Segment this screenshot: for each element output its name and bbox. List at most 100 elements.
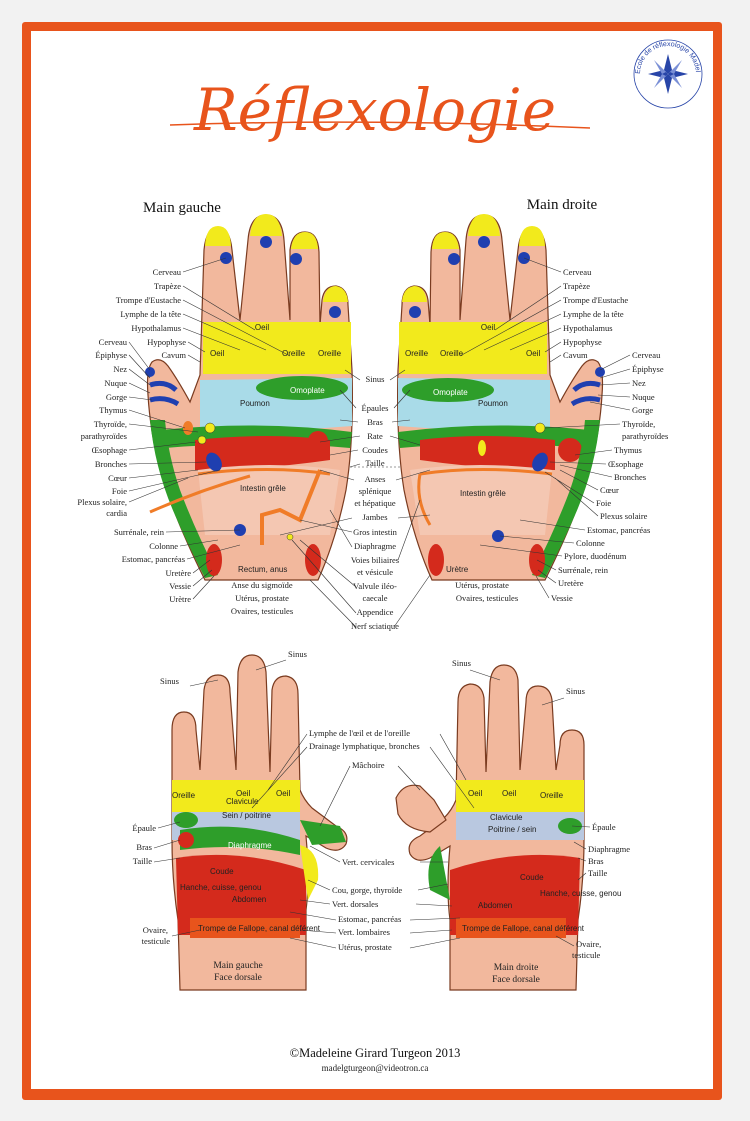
left-palm-label: Estomac, pancréas	[122, 554, 185, 564]
copyright: ©Madeleine Girard Turgeon 2013	[290, 1046, 461, 1060]
left-palm-label: Trapèze	[154, 281, 181, 291]
dorsal-left-label: Bras	[136, 842, 152, 852]
right-palm-label: Uretère	[558, 578, 584, 588]
dorsal-right-label: Sinus	[566, 686, 585, 696]
right-palm: Oeil Oeil Oreille Oreille Poumon Omoplat…	[397, 214, 605, 581]
left-palm-label: Cerveau	[99, 337, 128, 347]
dorsal-left-label: testicule	[142, 936, 171, 946]
left-palm-label: Cavum	[161, 350, 186, 360]
left-palm-heading: Main gauche	[143, 200, 221, 216]
center-label: Coudes	[362, 445, 388, 455]
center-label: Gros intestin	[353, 527, 397, 537]
left-dorsal-zone-oeil-2: Oeil	[276, 789, 290, 798]
dorsal-right-label: Taille	[588, 868, 607, 878]
right-palm-label: Thymus	[614, 445, 642, 455]
dorsal-center-label: Vert. cervicales	[342, 857, 394, 867]
right-palm-label: Cœur	[600, 485, 619, 495]
dorsal-center-label: Utérus, prostate	[338, 942, 392, 952]
right-palm-zone-omoplate: Omoplate	[433, 388, 468, 397]
left-dorsal-hand: Oreille Oeil Oeil Clavicule Sein / poitr…	[171, 654, 348, 991]
compass-rose-icon	[648, 54, 688, 94]
right-dorsal-zone-trompe: Trompe de Fallope, canal déférent	[462, 924, 585, 933]
left-palm-label: Bronches	[95, 459, 127, 469]
left-palm-label: Urètre	[169, 594, 191, 604]
left-palm-label: Épiphyse	[95, 350, 127, 360]
right-palm-label: Nuque	[632, 392, 655, 402]
right-palm-label: Œsophage	[608, 459, 644, 469]
right-dorsal-zone-coude: Coude	[520, 873, 544, 882]
contact-email: madelgturgeon@videotron.ca	[322, 1063, 429, 1073]
left-palm-label: Œsophage	[92, 445, 128, 455]
dorsal-right-labels: Sinus Sinus Épaule Diaphragme Bras Taill…	[452, 658, 630, 960]
center-palm-labels: Sinus Épaules Bras Rate Coudes Taille An…	[231, 369, 431, 631]
left-dorsal-zone-trompe: Trompe de Fallope, canal déférent	[198, 924, 321, 933]
left-palm-label: Nez	[113, 364, 127, 374]
title-swash	[169, 121, 591, 129]
right-palm-label: Colonne	[576, 538, 605, 548]
dorsal-center-label: Lymphe de l'œil et de l'oreille	[309, 728, 410, 738]
right-palm-label: Plexus solaire	[600, 511, 648, 521]
center-left-label: Anse du sigmoïde	[231, 580, 293, 590]
left-palm-label: Foie	[112, 486, 127, 496]
right-palm-label: Gorge	[632, 405, 653, 415]
right-palm-label: Cavum	[563, 350, 588, 360]
left-palm-labels: Cerveau Trapèze Trompe d'Eustache Lymphe…	[77, 257, 291, 604]
right-palm-label: Pylore, duodénum	[564, 551, 627, 561]
center-label: Diaphragme	[354, 541, 396, 551]
dorsal-right-label: testicule	[572, 950, 601, 960]
right-palm-zone-uretere: Urètre	[446, 565, 469, 574]
right-palm-zone-poumon: Poumon	[478, 399, 508, 408]
right-palm-label: Lymphe de la tête	[563, 309, 624, 319]
center-label: Anses	[365, 474, 386, 484]
right-palm-label: Hypophyse	[563, 337, 602, 347]
dorsal-left-label: Sinus	[160, 676, 179, 686]
left-palm-label: Vessie	[169, 581, 191, 591]
right-palm-label: Estomac, pancréas	[587, 525, 650, 535]
right-palm-label: Thyroïde,	[622, 419, 655, 429]
center-left-label: Utérus, prostate	[235, 593, 289, 603]
center-label: et vésicule	[357, 567, 393, 577]
center-label: Bras	[367, 417, 383, 427]
left-palm-label: parathyroïdes	[81, 431, 127, 441]
right-palm-zone-oreille: Oreille	[440, 349, 464, 358]
left-palm-zone-oeil: Oeil	[255, 323, 269, 332]
right-palm-heading: Main droite	[527, 197, 598, 213]
dorsal-left-label: Sinus	[288, 649, 307, 659]
left-palm-label: Trompe d'Eustache	[116, 295, 181, 305]
left-palm-zone-oreille-2: Oreille	[318, 349, 342, 358]
right-palm-label: Vessie	[551, 593, 573, 603]
left-palm-label: Cœur	[108, 473, 127, 483]
dorsal-left-labels: Sinus Sinus Épaule Bras Taille Ovaire, t…	[132, 649, 307, 946]
right-palm-labels: Cerveau Trapèze Trompe d'Eustache Lymphe…	[455, 257, 668, 603]
dorsal-center-label: Vert. lombaires	[338, 927, 390, 937]
left-palm-label: Hypothalamus	[131, 323, 181, 333]
left-palm-zone-rectum: Rectum, anus	[238, 565, 287, 574]
center-left-label: Ovaires, testicules	[231, 606, 293, 616]
left-palm-label: cardia	[106, 508, 127, 518]
right-palm-label: Foie	[596, 498, 611, 508]
right-palm-label: Cerveau	[563, 267, 592, 277]
center-label: Sinus	[366, 374, 385, 384]
dorsal-center-label: Mâchoire	[352, 760, 385, 770]
left-dorsal-zone-clavicule: Clavicule	[226, 797, 259, 806]
center-label: caecale	[363, 593, 388, 603]
right-dorsal-zone-clavicule: Clavicule	[490, 813, 523, 822]
dorsal-right-label: Sinus	[452, 658, 471, 668]
right-palm-label: Épiphyse	[632, 364, 664, 374]
poster-title: Réflexologie	[193, 76, 556, 144]
left-palm-zone-oreille: Oreille	[282, 349, 306, 358]
right-palm-label: Trapèze	[563, 281, 590, 291]
dorsal-right-label: Ovaire,	[576, 939, 601, 949]
dorsal-center-labels: Lymphe de l'œil et de l'oreille Drainage…	[251, 728, 475, 952]
left-dorsal-zone-coude: Coude	[210, 867, 234, 876]
right-palm-zone-oeil: Oeil	[481, 323, 495, 332]
right-palm-label: Cerveau	[632, 350, 661, 360]
dorsal-right-label: Bras	[588, 856, 604, 866]
left-palm-label: Gorge	[106, 392, 127, 402]
left-palm-zone-intestin: Intestin grêle	[240, 484, 286, 493]
right-dorsal-zone-hanche: Hanche, cuisse, genou	[540, 889, 621, 898]
dorsal-center-label: Estomac, pancréas	[338, 914, 401, 924]
left-palm-label: Hypophyse	[147, 337, 186, 347]
left-palm-zone-omoplate: Omoplate	[290, 386, 325, 395]
left-palm-label: Lymphe de la tête	[120, 309, 181, 319]
